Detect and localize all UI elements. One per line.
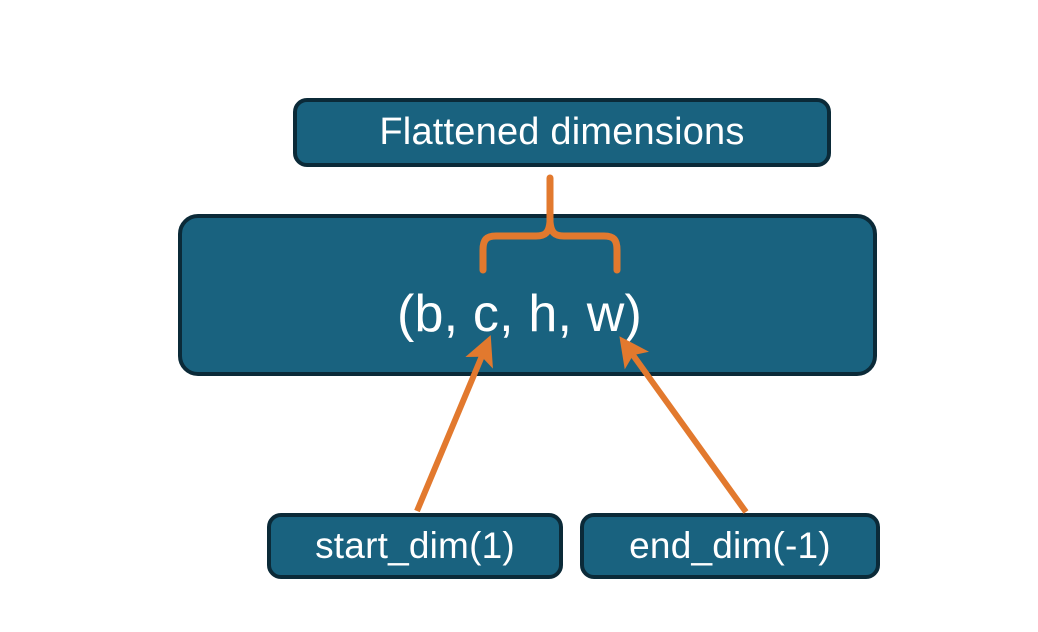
node-tensor-shape[interactable]: (b, c, h, w) [178,214,877,376]
node-start-dim-label: start_dim(1) [315,525,515,566]
node-end-dim[interactable]: end_dim(-1) [580,513,880,579]
node-end-dim-label: end_dim(-1) [629,525,831,566]
node-tensor-shape-label: (b, c, h, w) [396,285,643,343]
node-flattened-dimensions[interactable]: Flattened dimensions [293,98,831,167]
node-start-dim[interactable]: start_dim(1) [267,513,563,579]
node-flattened-dimensions-label: Flattened dimensions [379,111,745,153]
